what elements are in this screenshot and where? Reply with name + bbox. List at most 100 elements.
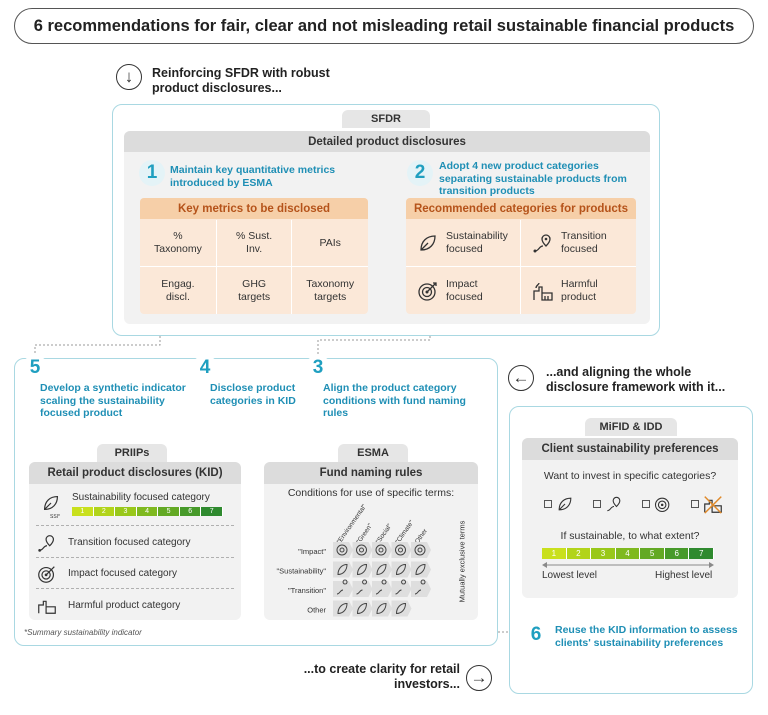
esma-cell-icon (352, 542, 373, 558)
esma-subtitle: Conditions for use of specific terms: (287, 487, 455, 499)
esma-column-label: "Social" (375, 522, 394, 545)
priips-tab: PRIIPs (97, 444, 167, 462)
lowest-level-label: Lowest level (542, 570, 598, 581)
down-arrow-icon: ↓ (116, 64, 142, 90)
mifid-category-checks (544, 492, 724, 516)
esma-tab: ESMA (338, 444, 408, 462)
footnote: *Summary sustainability indicator (24, 628, 142, 637)
esma-cell-icon (333, 561, 353, 578)
esma-cell-icon (372, 561, 392, 578)
target-icon (38, 565, 55, 583)
mifid-box (522, 438, 738, 598)
rec4-text: Disclose product categories in KID (210, 382, 296, 407)
esma-cell-icon (333, 600, 353, 617)
rec5-number: 5 (22, 355, 48, 381)
factory-icon (533, 282, 553, 301)
esma-cell-icon (411, 561, 431, 578)
category-label: Harmful product (561, 277, 598, 303)
scale-step: 7 (689, 548, 715, 559)
rec2-text: Adopt 4 new product categories separatin… (439, 160, 627, 197)
leaf-icon (420, 235, 436, 251)
esma-cell-icon (391, 579, 412, 597)
page-title: 6 recommendations for fair, clear and no… (14, 8, 754, 44)
esma-cell-icon (391, 600, 412, 617)
priips-item-label: Impact focused category (68, 568, 177, 579)
rec5-text: Develop a synthetic indicator scaling th… (40, 382, 186, 419)
transition-checkbox[interactable] (593, 494, 624, 514)
priips-item-label: Sustainability focused category (72, 492, 210, 503)
priips-item-label: Transition focused category (68, 537, 191, 548)
scale-step: 2 (93, 507, 116, 516)
route-pin-icon (38, 534, 55, 552)
esma-column-label: "Green" (355, 522, 374, 545)
esma-row-label: "Transition" (288, 586, 326, 595)
esma-cell-icon (352, 561, 373, 578)
priips-item-harmful: Harmful product category (36, 590, 234, 620)
sfdr-tab: SFDR (342, 110, 430, 128)
double-arrow-icon (542, 562, 714, 568)
mifid-question2: If sustainable, to what extent? (560, 530, 700, 542)
mifid-tab: MiFID & IDD (585, 418, 677, 436)
esma-cell-icon (352, 579, 373, 597)
scale-step: 2 (566, 548, 592, 559)
scale-step: 5 (640, 548, 665, 559)
ssi-label: SSI* (50, 514, 61, 520)
metrics-header: Key metrics to be disclosed (140, 198, 368, 219)
esma-column-label: "Climate" (394, 519, 415, 545)
rec1-text: Maintain key quantitative metrics introd… (170, 164, 336, 189)
reinforce-text: Reinforcing SFDR with robust product dis… (152, 66, 330, 95)
esma-cell-icon (411, 579, 431, 597)
category-harmful: Harmful product (521, 267, 636, 314)
esma-cell-icon (411, 542, 431, 558)
route-pin-icon (533, 234, 551, 253)
esma-cell-icon (372, 542, 392, 558)
metric-cell: PAIs (292, 220, 368, 267)
mifid-header: Client sustainability preferences (522, 438, 738, 460)
scale-step: 3 (591, 548, 616, 559)
priips-item-impact: Impact focused category (36, 559, 234, 589)
esma-header: Fund naming rules (264, 462, 478, 484)
sfdr-header: Detailed product disclosures (124, 131, 650, 152)
rec3-number: 3 (305, 355, 331, 381)
esma-cell-icon (372, 579, 392, 597)
scale-step: 1 (542, 548, 567, 559)
right-arrow-icon: → (466, 665, 492, 691)
category-label: Transition focused (561, 230, 607, 255)
esma-row-label: Other (307, 606, 326, 615)
esma-cell-icon (391, 542, 412, 558)
mifid-scale: 1 2 3 4 5 6 7 (542, 548, 715, 559)
sustainability-checkbox[interactable] (544, 494, 575, 514)
clarity-text: ...to create clarity for retail investor… (303, 662, 460, 691)
metrics-grid: % Taxonomy % Sust. Inv. PAIs Engag. disc… (140, 220, 368, 314)
categories-header: Recommended categories for products (406, 198, 636, 219)
category-transition: Transition focused (521, 220, 636, 267)
esma-cell-icon (333, 579, 353, 597)
priips-item-label: Harmful product category (68, 599, 181, 611)
priips-box (29, 462, 241, 620)
rec3-text: Align the product category conditions wi… (323, 382, 466, 419)
scale-step: 3 (115, 507, 137, 516)
priips-item-transition: Transition focused category (36, 528, 234, 558)
priips-item-sustainability: SSI* Sustainability focused category 1 2… (36, 488, 234, 526)
scale-step: 4 (615, 548, 641, 559)
rec2-number: 2 (407, 160, 433, 186)
metric-cell: Engag. discl. (140, 267, 217, 314)
scale-step: 4 (136, 507, 159, 516)
rec1-number: 1 (139, 160, 165, 186)
esma-cell-icon (333, 542, 353, 558)
category-sustainability: Sustainability focused (406, 220, 521, 267)
metric-cell: % Taxonomy (140, 220, 217, 267)
metric-cell: GHG targets (217, 267, 293, 314)
impact-checkbox[interactable] (642, 494, 673, 514)
category-label: Impact focused (446, 277, 483, 303)
factory-icon (38, 600, 56, 614)
categories-grid: Sustainability focused Transition focuse… (406, 220, 636, 314)
rec4-number: 4 (192, 355, 218, 381)
rec6-number: 6 (523, 622, 549, 648)
esma-box (264, 462, 478, 620)
harmful-checkbox[interactable] (691, 493, 724, 515)
esma-row-label: "Impact" (298, 547, 326, 556)
route-pin-icon (607, 496, 621, 512)
esma-cell-icon (372, 600, 392, 617)
highest-level-label: Highest level (655, 570, 713, 581)
